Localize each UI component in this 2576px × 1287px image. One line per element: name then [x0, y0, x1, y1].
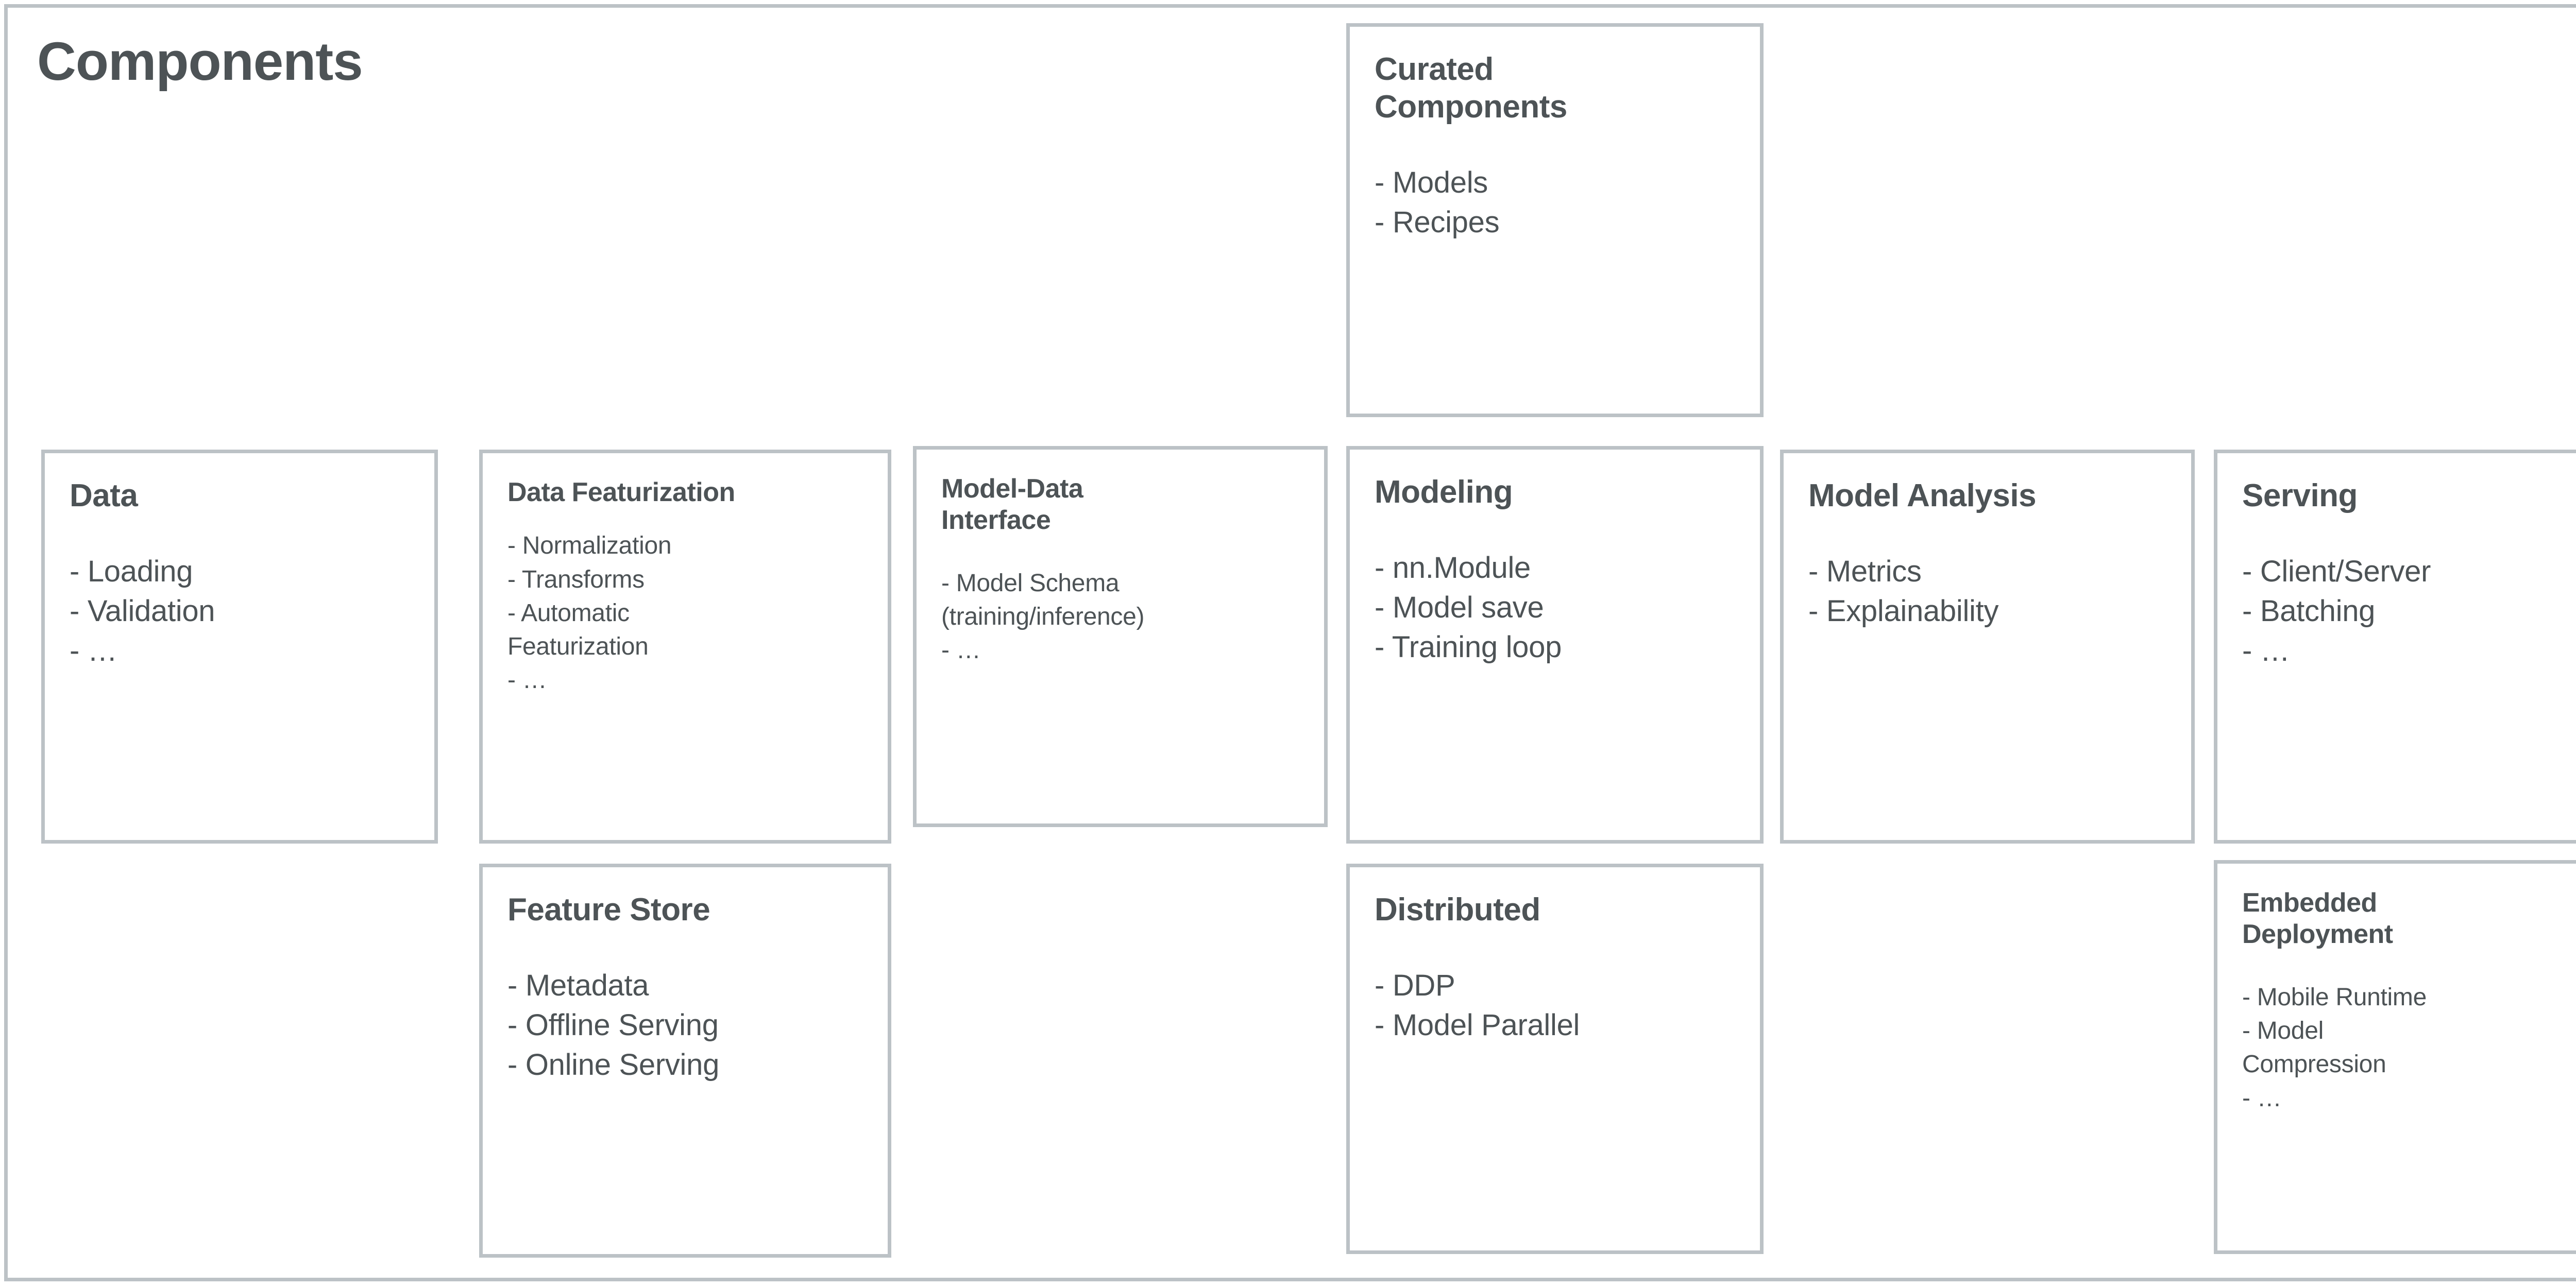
list-item: - …: [70, 634, 117, 668]
card-list-model-data-interface: - Model Schema (training/inference) - …: [941, 567, 1299, 667]
card-title-model-data-interface: Model-Data Interface: [941, 474, 1083, 536]
card-title-data-featurization: Data Featurization: [507, 477, 735, 507]
card-list-curated-components: - Models - Recipes: [1375, 163, 1735, 242]
card-embedded-deployment[interactable]: Embedded Deployment - Mobile Runtime - M…: [2214, 860, 2576, 1254]
list-item: - Mobile Runtime: [2242, 983, 2427, 1011]
card-model-analysis[interactable]: Model Analysis - Metrics - Explainabilit…: [1780, 450, 2195, 844]
list-item: - …: [941, 637, 981, 664]
card-modeling[interactable]: Modeling - nn.Module - Model save - Trai…: [1346, 446, 1764, 844]
list-item: - …: [2242, 1084, 2282, 1112]
card-list-feature-store: - Metadata - Offline Serving - Online Se…: [507, 966, 863, 1085]
list-item: - Automatic Featurization: [507, 599, 649, 661]
card-model-data-interface[interactable]: Model-Data Interface - Model Schema (tra…: [913, 446, 1328, 827]
list-item: - Normalization: [507, 532, 672, 560]
card-serving[interactable]: Serving - Client/Server - Batching - …: [2214, 450, 2576, 844]
list-item: - Batching: [2242, 594, 2376, 628]
card-title-modeling: Modeling: [1375, 474, 1513, 510]
page-title: Components: [37, 31, 363, 92]
card-list-modeling: - nn.Module - Model save - Training loop: [1375, 548, 1735, 667]
card-list-serving: - Client/Server - Batching - …: [2242, 552, 2576, 671]
card-feature-store[interactable]: Feature Store - Metadata - Offline Servi…: [479, 864, 891, 1258]
card-title-distributed: Distributed: [1375, 892, 1540, 928]
card-data-featurization[interactable]: Data Featurization - Normalization - Tra…: [479, 450, 891, 844]
list-item: - Recipes: [1375, 205, 1500, 239]
list-item: - Validation: [70, 594, 215, 628]
list-item: - Model save: [1375, 591, 1544, 625]
list-item: - Explainability: [1808, 594, 1999, 628]
list-item: - …: [507, 666, 547, 694]
list-item: - Transforms: [507, 565, 645, 593]
list-item: - Client/Server: [2242, 555, 2431, 589]
list-item: - Model Parallel: [1375, 1008, 1580, 1042]
list-item: - nn.Module: [1375, 551, 1531, 585]
list-item: - Offline Serving: [507, 1008, 719, 1042]
card-list-distributed: - DDP - Model Parallel: [1375, 966, 1735, 1045]
card-title-serving: Serving: [2242, 478, 2358, 513]
card-list-data-featurization: - Normalization - Transforms - Automatic…: [507, 529, 863, 697]
list-item: - Online Serving: [507, 1048, 720, 1082]
card-title-embedded-deployment: Embedded Deployment: [2242, 888, 2393, 950]
list-item: - Metrics: [1808, 555, 1922, 589]
list-item: - DDP: [1375, 969, 1455, 1003]
list-item: - …: [2242, 634, 2290, 668]
list-item: - Loading: [70, 555, 193, 589]
card-title-model-analysis: Model Analysis: [1808, 478, 2037, 513]
list-item: - Model Schema (training/inference): [941, 569, 1145, 630]
card-curated-components[interactable]: Curated Components - Models - Recipes: [1346, 23, 1764, 417]
card-title-feature-store: Feature Store: [507, 892, 710, 928]
card-title-curated-components: Curated Components: [1375, 52, 1567, 125]
card-distributed[interactable]: Distributed - DDP - Model Parallel: [1346, 864, 1764, 1254]
card-list-model-analysis: - Metrics - Explainability: [1808, 552, 2166, 631]
card-list-embedded-deployment: - Mobile Runtime - Model Compression - …: [2242, 981, 2576, 1115]
list-item: - Training loop: [1375, 630, 1562, 664]
card-data[interactable]: Data - Loading - Validation - …: [41, 450, 438, 844]
list-item: - Model Compression: [2242, 1017, 2386, 1078]
card-list-data: - Loading - Validation - …: [70, 552, 410, 671]
list-item: - Models: [1375, 166, 1488, 200]
card-title-data: Data: [70, 478, 138, 513]
list-item: - Metadata: [507, 969, 649, 1003]
